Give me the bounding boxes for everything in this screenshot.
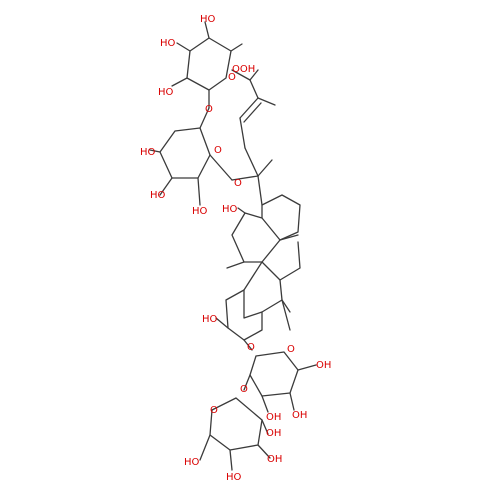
methyl-bond	[281, 299, 291, 331]
hydroxyl-label: HO	[184, 457, 200, 468]
oh-bond	[237, 207, 246, 214]
methyl-bond	[279, 234, 299, 241]
bond-skeleton	[149, 21, 317, 471]
methyl-bond	[281, 299, 291, 313]
ring-bond	[225, 289, 263, 341]
oh-bond	[261, 395, 269, 413]
link-oxygen-label: O	[234, 178, 242, 189]
ring-bond	[186, 37, 232, 91]
hydroxyl-label: HO	[226, 472, 242, 483]
ch2oh-bond	[297, 364, 317, 371]
ring-bond	[159, 127, 211, 179]
link-oxygen-label: O	[240, 384, 248, 395]
chain-bond	[249, 69, 259, 81]
oh-bond	[261, 419, 269, 435]
methyl-bond	[226, 261, 245, 269]
oh-bond	[204, 21, 210, 39]
oh-bond	[229, 449, 233, 471]
oh-bond	[176, 42, 191, 52]
link-bond	[231, 175, 259, 181]
link-bond	[243, 374, 251, 391]
atom-labels: HO HO HO O OOH O HO O HO HO O HO HO O O …	[140, 14, 331, 483]
ring-bond	[243, 261, 283, 319]
ring-oxygen-label: O	[287, 344, 295, 355]
link-bond	[243, 339, 253, 351]
oh-bond	[171, 77, 188, 87]
chain-bond	[249, 79, 259, 99]
oh-bond	[257, 444, 271, 459]
link-bond	[199, 107, 210, 129]
hydroxyl-label: HO	[140, 147, 156, 158]
ring-oxygen-label: O	[214, 145, 222, 156]
double-bond	[243, 102, 262, 123]
hydroxyl-label: HO	[200, 14, 216, 25]
hydroxyl-label: HO	[150, 190, 166, 201]
ring-oxygen-label: O	[210, 405, 218, 416]
double-bond	[239, 97, 259, 119]
hydroxyl-label: OH	[266, 428, 281, 439]
methyl-bond	[257, 159, 273, 177]
ring-bond	[249, 351, 299, 397]
chain-bond	[257, 175, 263, 206]
methyl-bond	[230, 43, 243, 52]
link-oxygen-label: O	[247, 342, 255, 353]
hydroxyl-label: HO	[158, 87, 174, 98]
oh-bond	[149, 149, 161, 153]
hydroxyl-label: OH	[266, 412, 281, 423]
chain-bond	[244, 147, 259, 177]
hydroxyl-label: HO	[192, 206, 208, 217]
hydroxyl-label: OH	[292, 410, 307, 421]
methyl-bond	[257, 97, 276, 106]
hydroperoxy-label: OOH	[232, 64, 255, 75]
ring-bond	[231, 212, 281, 263]
oh-bond	[215, 317, 229, 329]
hydroxyl-label: OH	[316, 360, 331, 371]
chain-bond	[239, 117, 246, 149]
hydroxyl-label: HO	[160, 38, 176, 49]
hydroxyl-label: HO	[222, 204, 238, 215]
ch2oh-bond	[199, 434, 211, 461]
ring-oxygen-label: O	[228, 72, 236, 83]
ring-bond	[261, 194, 301, 241]
link-oxygen-label: O	[205, 104, 213, 115]
oh-bond	[197, 177, 201, 206]
oh-bond	[159, 177, 173, 196]
oh-bond	[289, 392, 295, 411]
hydroxyl-label: HO	[202, 314, 218, 325]
hydroxyl-label: OH	[267, 454, 282, 465]
ring-bond	[261, 241, 301, 281]
ooh-bond	[231, 69, 251, 81]
link-bond	[209, 154, 233, 181]
